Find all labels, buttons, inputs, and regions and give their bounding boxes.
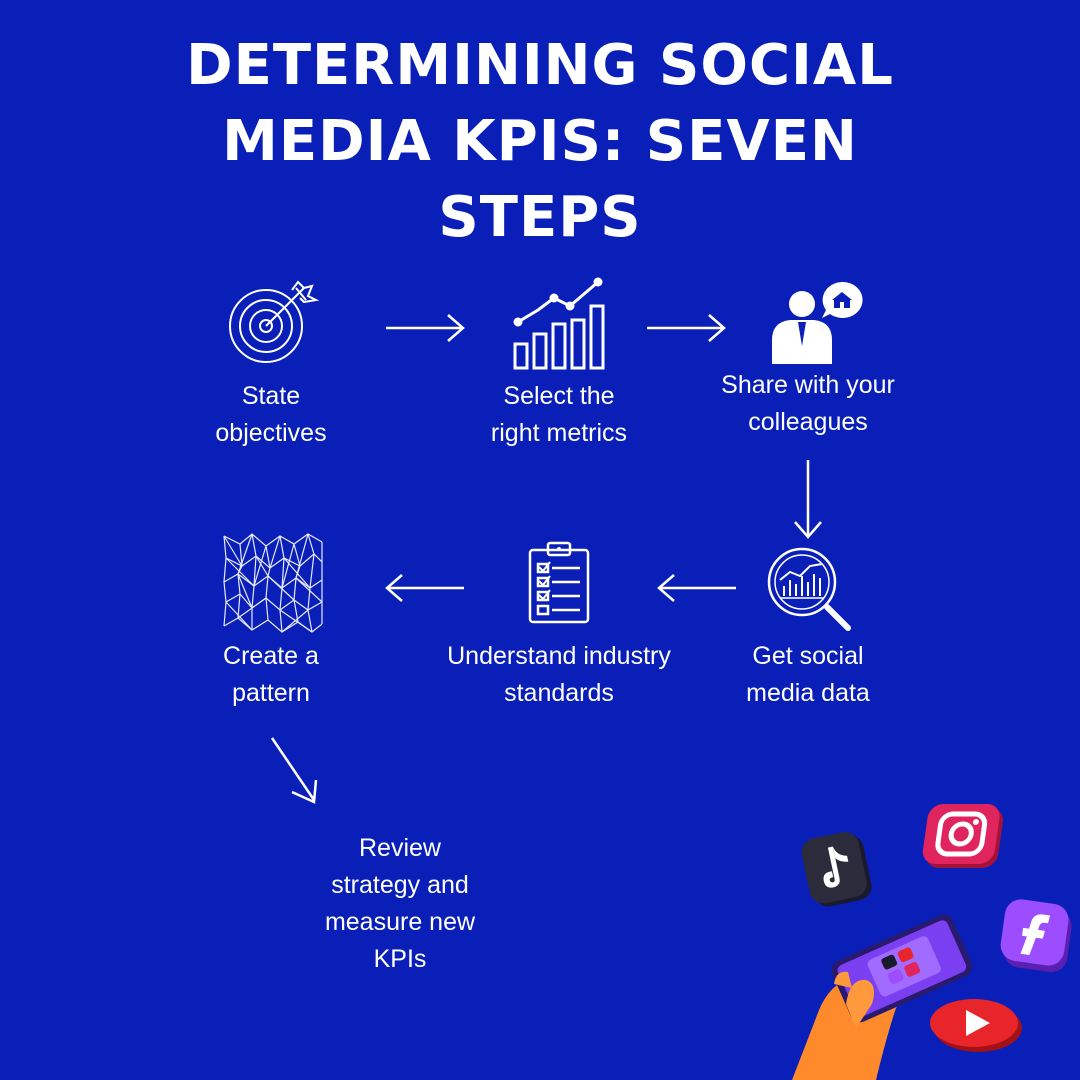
arrow-right-icon	[645, 313, 727, 343]
step-label-industry-standards: Understand industry standards	[447, 642, 671, 707]
magnifier-chart-icon	[766, 546, 854, 634]
arrow-down-icon	[792, 458, 824, 540]
step-label-review-strategy: Review strategy and measure new KPIs	[324, 834, 476, 973]
facebook-icon	[996, 896, 1080, 978]
tiktok-icon	[800, 828, 876, 914]
step-label-create-pattern: Create a pattern	[223, 642, 319, 707]
arrow-left-icon	[384, 573, 466, 603]
step-label-state-objectives: State objectives	[215, 382, 327, 447]
target-with-arrow-icon	[226, 278, 320, 368]
network-pattern-icon	[222, 532, 324, 634]
instagram-icon	[920, 800, 1010, 872]
person-speech-bubble-icon	[770, 280, 864, 366]
step-label-select-metrics: Select the right metrics	[490, 382, 628, 447]
arrow-left-icon	[656, 573, 738, 603]
youtube-icon	[928, 994, 1024, 1054]
step-label-get-social-data: Get social media data	[746, 642, 870, 707]
bar-chart-trend-icon	[512, 276, 606, 372]
hand-holding-phone-icon	[786, 908, 976, 1080]
step-label-share-colleagues: Share with your colleagues	[721, 371, 895, 436]
page-title: DETERMINING SOCIAL MEDIA KPIS: SEVEN STE…	[186, 33, 894, 250]
arrow-right-icon	[384, 313, 466, 343]
clipboard-checklist-icon	[526, 540, 592, 626]
arrow-diagonal-down-icon	[268, 734, 322, 806]
